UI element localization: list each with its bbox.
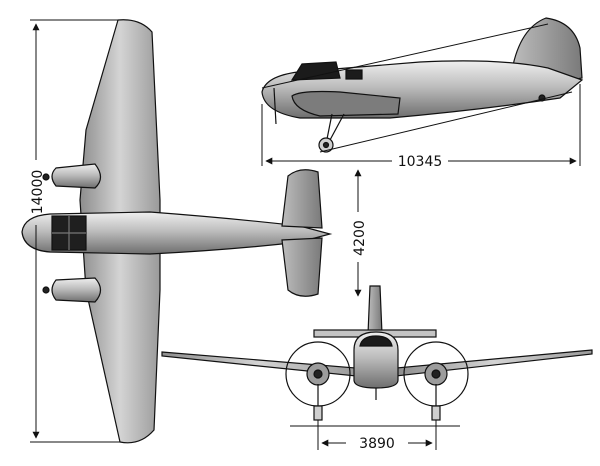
side-view-canopy [290,61,341,81]
top-view [21,19,333,444]
length-dimension [261,84,581,166]
wingspan-label: 14000 [30,170,46,215]
top-view-upper-nacelle [51,163,102,189]
front-view [161,285,593,421]
side-view [261,17,584,153]
side-view-window [345,69,363,80]
top-view-tailplane [281,169,323,229]
front-view-fin [367,285,383,335]
wingspan-dimension [30,19,120,443]
track-dimension [290,420,460,450]
length-label: 10345 [398,154,443,170]
front-view-windshield [359,335,393,347]
track-label: 3890 [359,436,395,452]
side-view-nacelle [291,90,401,117]
top-view-fuselage [21,211,333,255]
top-view-lower-nacelle [51,277,102,303]
side-view-guides [261,23,573,153]
height-label: 4200 [352,220,368,256]
